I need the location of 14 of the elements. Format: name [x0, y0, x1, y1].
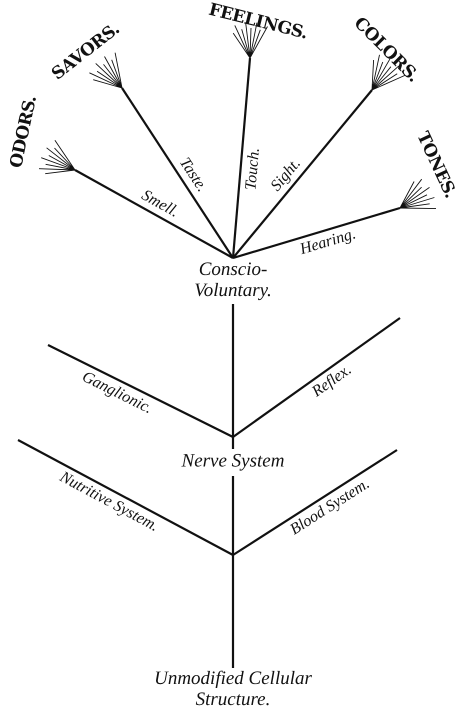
edge-label: Smell. [138, 186, 182, 221]
edge-label: Hearing. [298, 225, 358, 259]
branch-line [232, 206, 400, 260]
stage-label: Nerve System [133, 452, 333, 472]
branch-line [121, 87, 234, 259]
stage-label: Unmodified Cellular Structure. [123, 669, 343, 711]
edge-label: Touch. [242, 147, 264, 191]
sense-label: ODORS. [7, 94, 41, 170]
trunk-line [232, 476, 234, 668]
branch-line [232, 89, 373, 259]
branch-line [74, 169, 234, 259]
stage-label: Conscio- Voluntary. [163, 260, 303, 302]
trunk-line [232, 304, 234, 449]
branch-line [232, 58, 252, 258]
